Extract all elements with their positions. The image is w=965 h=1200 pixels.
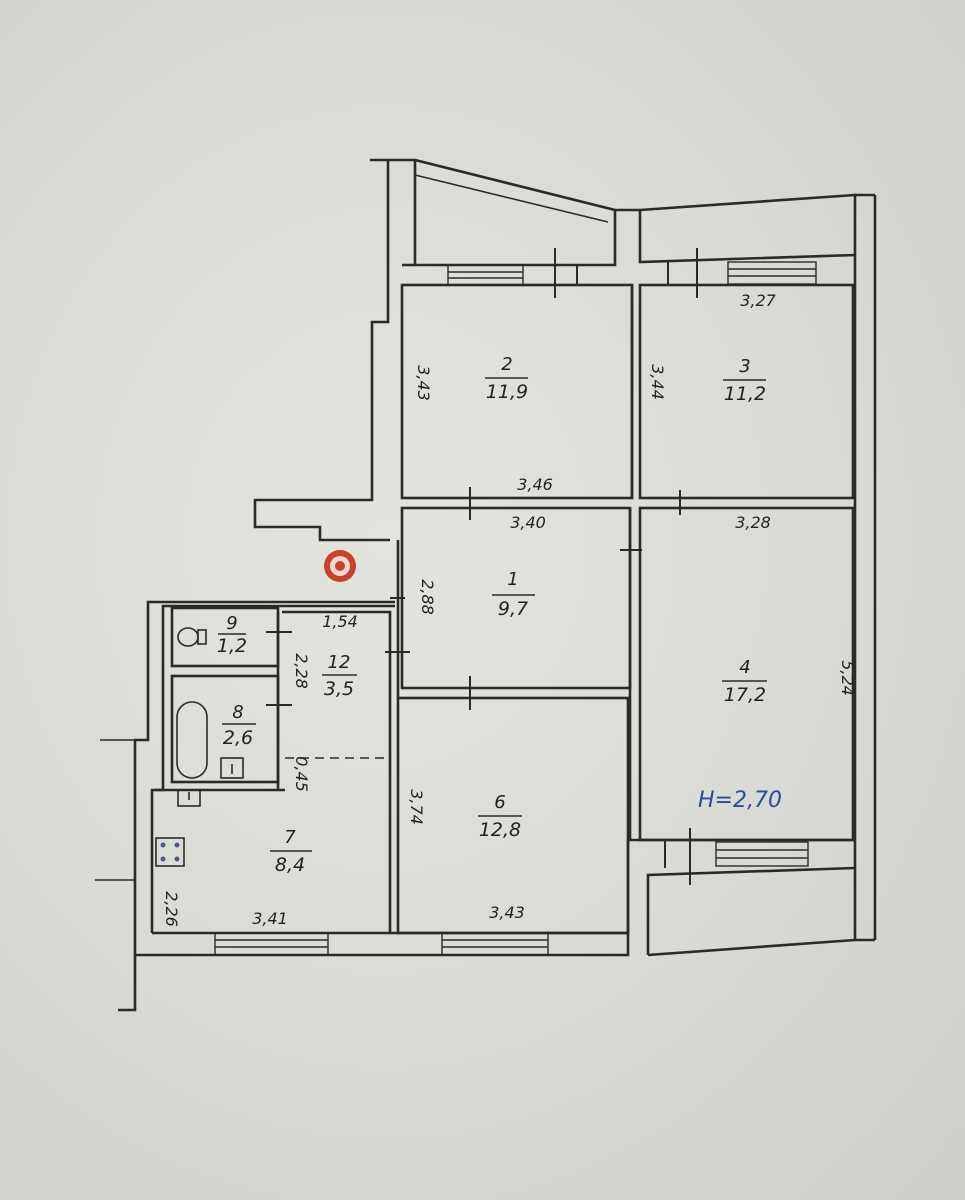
room-number: 3 xyxy=(739,356,750,377)
sink-icon xyxy=(177,789,201,807)
room-1-label: 1 9,7 xyxy=(492,569,535,620)
dim-room7-width: 3,41 xyxy=(252,909,288,928)
door-marks xyxy=(266,248,698,885)
room-area: 17,2 xyxy=(724,684,766,706)
dim-room4-width: 3,28 xyxy=(735,513,771,532)
dim-room4-height: 5,24 xyxy=(838,660,857,696)
dim-room7-height: 2,26 xyxy=(162,891,181,927)
room-area: 2,6 xyxy=(223,727,253,749)
dim-corridor-gap: 0,45 xyxy=(292,756,311,792)
dim-room2-height: 3,43 xyxy=(414,365,433,401)
dim-room12-height: 2,28 xyxy=(292,653,311,689)
interior-walls xyxy=(155,283,855,935)
window-room6 xyxy=(441,932,549,956)
room-3-label: 3 11,2 xyxy=(723,356,766,405)
room-12-label: 12 3,5 xyxy=(322,652,357,700)
room-area: 11,2 xyxy=(724,383,766,405)
window-room4 xyxy=(715,841,809,867)
room-area: 9,7 xyxy=(498,598,528,620)
room-area: 3,5 xyxy=(324,678,354,700)
window-room2 xyxy=(447,264,524,286)
windows xyxy=(214,261,817,956)
room-number: 9 xyxy=(226,613,237,634)
room-6-label: 6 12,8 xyxy=(478,792,522,841)
room-7-label: 7 8,4 xyxy=(270,827,312,876)
red-stamp-icon xyxy=(324,550,356,582)
room-number: 2 xyxy=(501,354,512,375)
room-area: 1,2 xyxy=(217,635,247,657)
room-number: 1 xyxy=(507,569,518,590)
dim-room3-width: 3,27 xyxy=(740,291,776,310)
toilet-icon xyxy=(177,627,207,647)
dim-room1-height: 2,88 xyxy=(418,579,437,615)
room-number: 12 xyxy=(328,652,351,673)
room-number: 8 xyxy=(232,702,243,723)
stove-icon xyxy=(155,837,185,867)
room-4-label: 4 17,2 xyxy=(722,657,767,706)
window-room3 xyxy=(727,261,817,285)
dim-room3-height: 3,44 xyxy=(648,364,667,400)
ceiling-height-label: H=2,70 xyxy=(698,788,782,813)
dim-room1-width: 3,40 xyxy=(510,513,546,532)
dimension-labels: 3,46 3,43 3,27 3,44 3,40 2,88 3,28 5,24 … xyxy=(162,291,857,928)
room-area: 8,4 xyxy=(275,854,305,876)
room-area: 11,9 xyxy=(486,381,528,403)
room-8-label: 8 2,6 xyxy=(222,702,256,749)
bathtub-icon xyxy=(176,701,244,779)
room-number: 7 xyxy=(284,827,296,848)
dim-room6-width: 3,43 xyxy=(489,903,525,922)
room-2-label: 2 11,9 xyxy=(485,354,528,403)
room-area: 12,8 xyxy=(479,819,521,841)
room-number: 6 xyxy=(494,792,505,813)
outer-walls xyxy=(95,158,877,1012)
window-room7 xyxy=(214,932,329,956)
dim-room2-width: 3,46 xyxy=(517,475,553,494)
room-number: 4 xyxy=(739,657,750,678)
room-9-label: 9 1,2 xyxy=(217,613,247,657)
dim-room6-height: 3,74 xyxy=(407,789,426,825)
dim-room12-width: 1,54 xyxy=(322,612,358,631)
